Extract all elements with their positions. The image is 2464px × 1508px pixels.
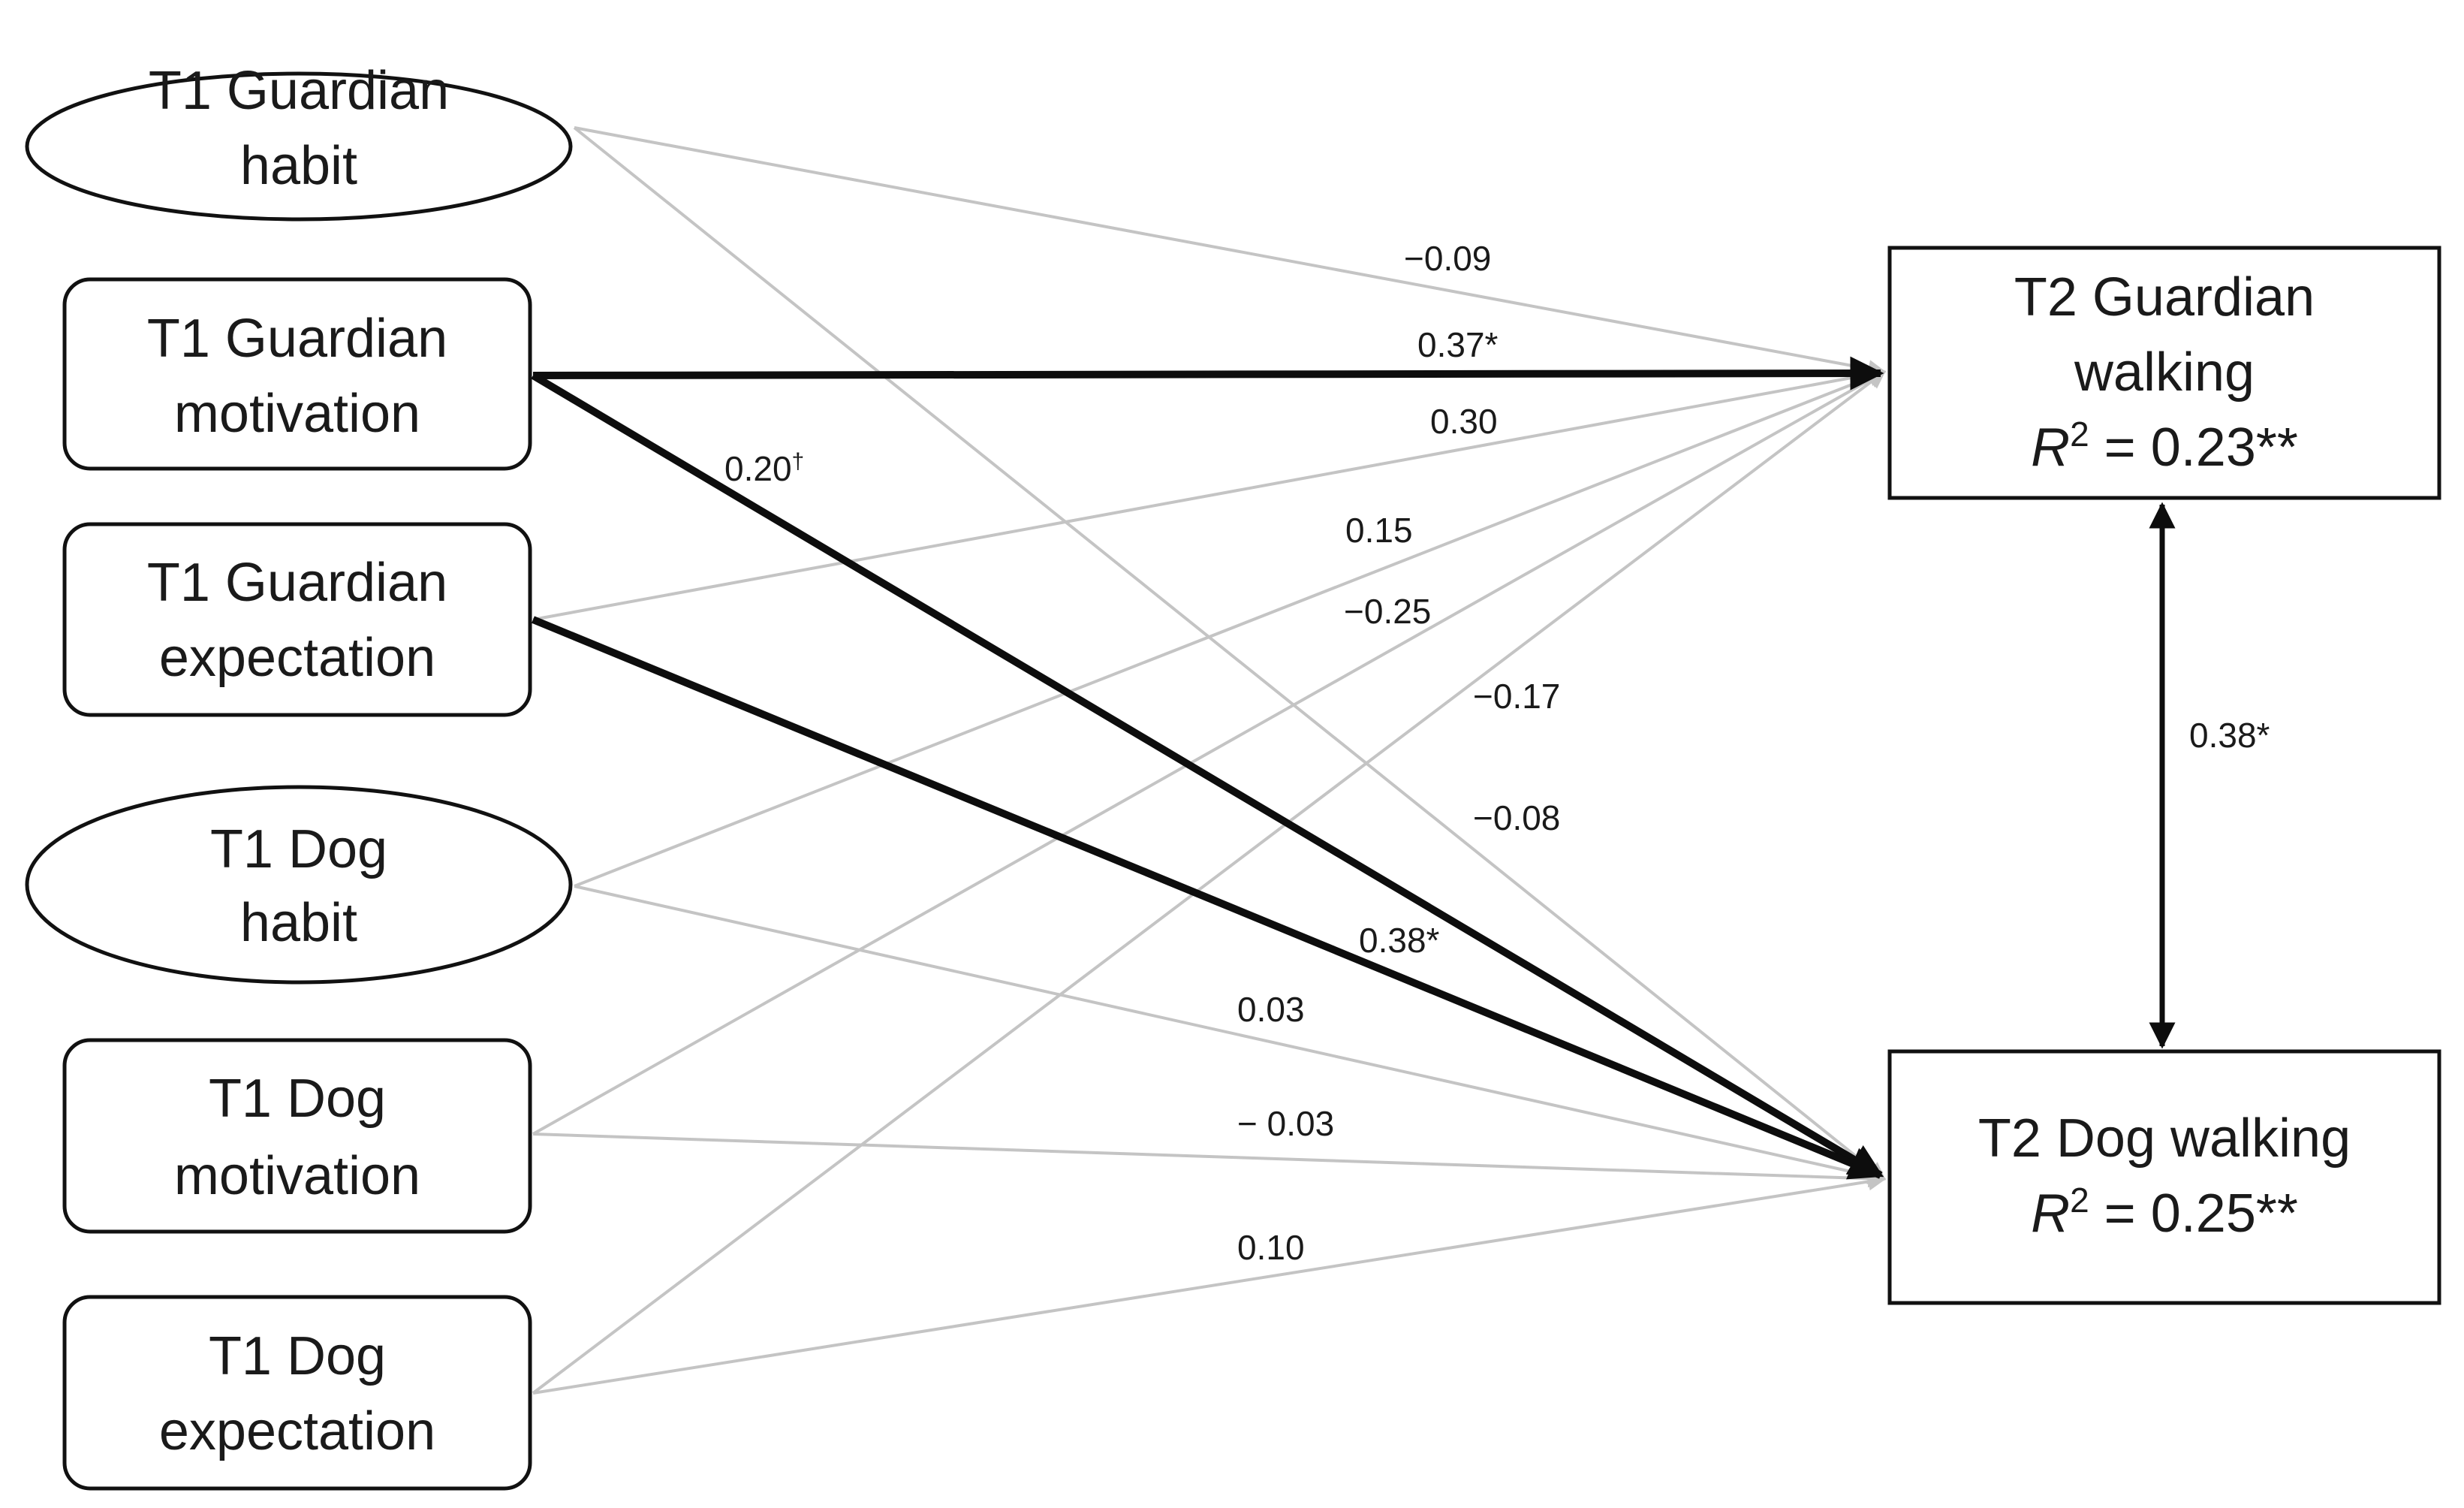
- path-dog-motivation-to-guardian-walking: [532, 370, 1887, 1136]
- node-guardian-walking-line2: walking: [2074, 342, 2255, 403]
- node-guardian-motivation: T1 Guardian motivation: [62, 277, 532, 471]
- node-dog-habit: T1 Dog habit: [25, 785, 573, 985]
- node-dog-habit-line2: habit: [240, 893, 357, 953]
- coef-guardian-motivation-to-dog-walking: 0.20†: [724, 449, 804, 489]
- path-dog-habit-to-guardian-walking: [574, 369, 1887, 888]
- path-guardian-habit-to-guardian-walking: [574, 126, 1887, 378]
- node-dog-walking-line1: T2 Dog walking: [1978, 1108, 2351, 1169]
- path-dog-expectation-to-dog-walking: [532, 1172, 1887, 1395]
- path-guardian-habit-to-dog-walking: [573, 126, 1886, 1181]
- coef-dog-habit-to-dog-walking: 0.03: [1237, 990, 1305, 1029]
- path-guardian-motivation-to-dog-walking: [531, 372, 1884, 1179]
- path-guardian-motivation-to-guardian-walking: [532, 356, 1884, 391]
- node-dog-habit-line1: T1 Dog: [210, 819, 387, 879]
- node-dog-motivation-line2: motivation: [174, 1146, 420, 1206]
- path-dog-expectation-to-guardian-walking: [532, 370, 1886, 1395]
- coef-guardian-expectation-to-dog-walking: 0.38*: [1359, 921, 1440, 960]
- node-guardian-habit-line1: T1 Guardian: [149, 61, 449, 121]
- node-guardian-walking: T2 Guardian walking R2 = 0.23**: [1887, 246, 2441, 500]
- node-guardian-expectation-line2: expectation: [159, 628, 435, 688]
- coef-covariance: 0.38*: [2189, 716, 2270, 755]
- node-guardian-habit: T1 Guardian habit: [25, 61, 573, 222]
- path-guardian-expectation-to-dog-walking: [532, 616, 1884, 1180]
- coef-dog-motivation-to-dog-walking: − 0.03: [1237, 1104, 1334, 1143]
- coef-guardian-habit-to-guardian-walking: −0.09: [1404, 239, 1491, 278]
- coef-guardian-motivation-to-guardian-walking: 0.37*: [1417, 325, 1499, 364]
- coef-guardian-habit-to-dog-walking: −0.08: [1473, 798, 1560, 837]
- node-dog-motivation: T1 Dog motivation: [62, 1038, 532, 1234]
- guardian-walking-r-squared: R2 = 0.23**: [2031, 415, 2298, 478]
- node-guardian-motivation-line2: motivation: [174, 384, 420, 444]
- node-dog-motivation-line1: T1 Dog: [209, 1069, 386, 1129]
- node-dog-expectation: T1 Dog expectation: [62, 1295, 532, 1491]
- path-dog-habit-to-dog-walking: [574, 885, 1887, 1184]
- node-dog-expectation-line1: T1 Dog: [209, 1326, 386, 1386]
- coef-dog-motivation-to-guardian-walking: −0.25: [1344, 592, 1431, 631]
- path-dog-motivation-to-dog-walking: [532, 1133, 1887, 1188]
- node-guardian-expectation: T1 Guardian expectation: [62, 522, 532, 717]
- dog-walking-r-squared: R2 = 0.25**: [2031, 1181, 2298, 1244]
- node-dog-expectation-line2: expectation: [159, 1401, 435, 1461]
- coef-dog-expectation-to-dog-walking: 0.10: [1237, 1228, 1305, 1267]
- coef-dog-expectation-to-guardian-walking: −0.17: [1473, 677, 1560, 716]
- coef-dog-habit-to-guardian-walking: 0.15: [1345, 511, 1413, 550]
- node-guardian-motivation-line1: T1 Guardian: [147, 309, 447, 369]
- node-guardian-habit-line2: habit: [240, 136, 357, 196]
- path-guardian-expectation-to-guardian-walking: [532, 366, 1887, 621]
- node-dog-walking: T2 Dog walking R2 = 0.25**: [1887, 1049, 2441, 1305]
- coef-guardian-expectation-to-guardian-walking: 0.30: [1430, 402, 1498, 441]
- node-guardian-expectation-line1: T1 Guardian: [147, 553, 447, 613]
- node-guardian-walking-line1: T2 Guardian: [2014, 267, 2315, 327]
